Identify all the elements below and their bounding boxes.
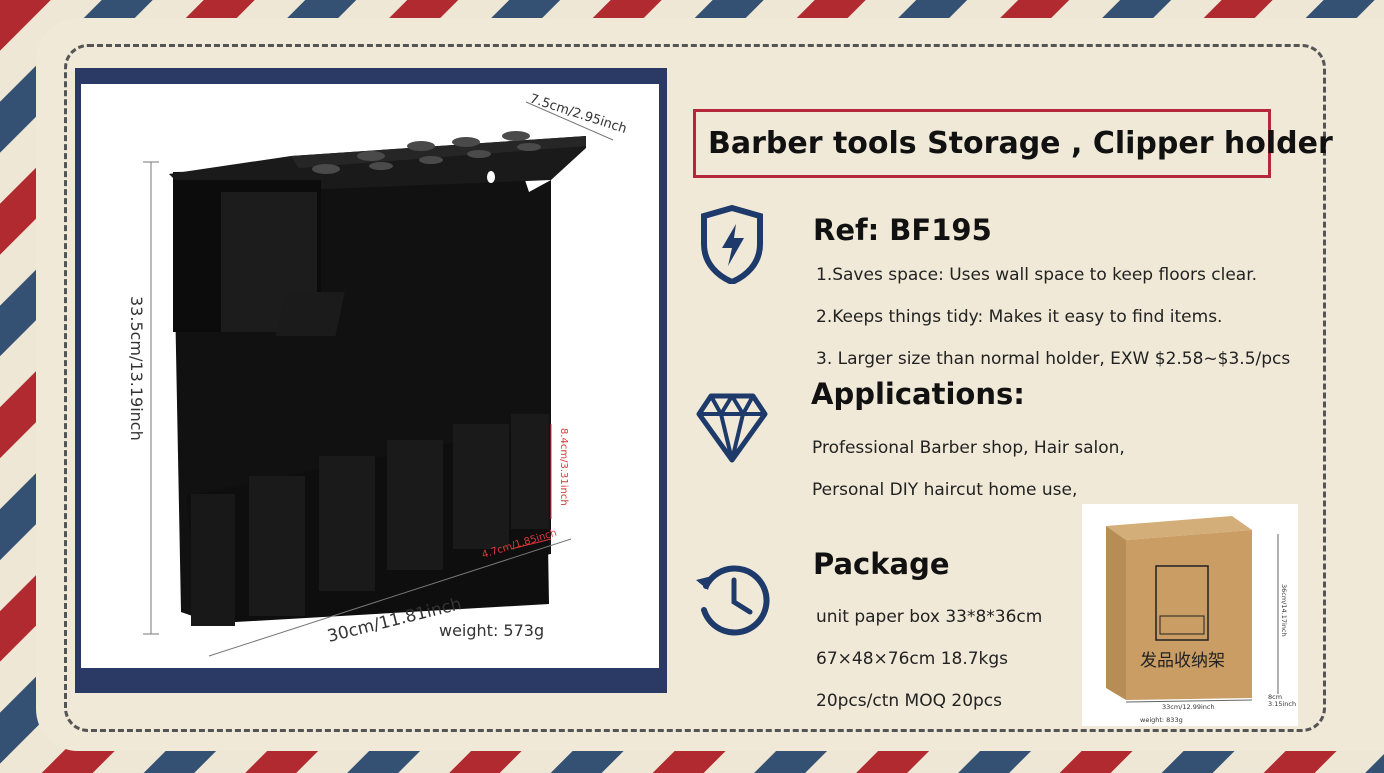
product-photo: 7.5cm/2.95inch 33.5cm/13.19inch 8.4cm/3.… [81,84,659,668]
package-line-1: unit paper box 33*8*36cm [816,607,1043,627]
box-weight-label: weight: 833g [1140,716,1183,724]
box-height-label: 36cm/14.17inch [1280,584,1288,637]
box-depth-cm: 8cm [1268,693,1282,701]
feature-2: 2.Keeps things tidy: Makes it easy to fi… [816,307,1223,327]
product-title: Barber tools Storage , Clipper holder [708,126,1333,161]
diamond-icon [696,393,768,463]
package-heading: Package [813,547,950,581]
box-depth-in: 3.15inch [1268,700,1296,708]
package-box-image: 发品收纳架 36cm/14.17inch 33cm/12.99inch 8cm … [1082,504,1298,726]
ref-heading: Ref: BF195 [813,213,992,247]
shield-lightning-icon [701,204,763,284]
application-line-1: Professional Barber shop, Hair salon, [812,438,1125,458]
title-box: Barber tools Storage , Clipper holder [693,109,1333,178]
feature-3: 3. Larger size than normal holder, EXW $… [816,349,1291,369]
slot-height-label: 8.4cm/3.31inch [558,428,569,506]
package-line-2: 67×48×76cm 18.7kgs [816,649,1009,669]
box-chinese-label: 发品收纳架 [1140,651,1225,671]
feature-1: 1.Saves space: Uses wall space to keep f… [816,265,1258,285]
clock-history-icon [696,565,770,636]
box-width-label: 33cm/12.99inch [1162,703,1215,711]
top-depth-label: 7.5cm/2.95inch [528,92,629,137]
applications-heading: Applications: [811,377,1025,411]
height-label: 33.5cm/13.19inch [127,296,146,441]
package-line-3: 20pcs/ctn MOQ 20pcs [816,691,1003,711]
weight-label: weight: 573g [439,621,544,640]
dashed-border [64,44,1326,732]
application-line-2: Personal DIY haircut home use, [812,480,1078,500]
